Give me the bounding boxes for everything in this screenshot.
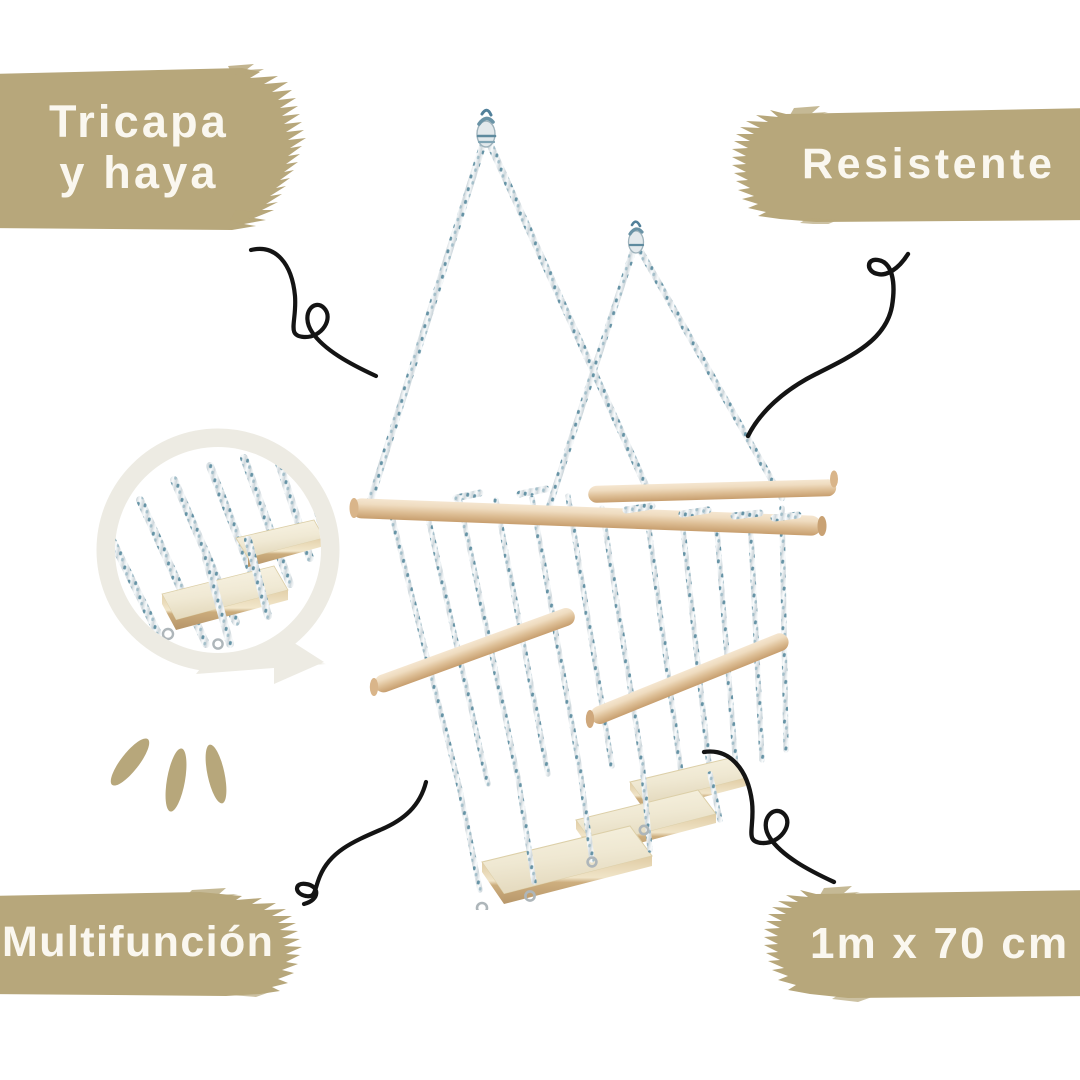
squiggle-top-left <box>248 246 379 379</box>
badge-resistente: Resistente <box>716 104 1080 224</box>
rope-whippings-top <box>452 485 802 522</box>
net-ropes-right <box>645 505 789 783</box>
dowel-top-rear <box>588 470 838 503</box>
squiggle-bottom-right <box>701 749 837 885</box>
badge-tricapa: Tricapa y haya <box>0 60 322 235</box>
badge-medidas-label: 1m x 70 cm <box>810 919 1070 969</box>
squiggle-bottom-left <box>294 779 429 907</box>
brush-stroke-multifuncion <box>0 888 302 997</box>
detail-magnifier[interactable] <box>78 408 408 758</box>
eye-hooks <box>475 824 650 910</box>
plank-lower <box>481 825 653 904</box>
net-ropes-lower <box>457 759 723 893</box>
sunburst-rays <box>110 738 227 812</box>
inset-plank-far <box>235 519 321 567</box>
product-photo <box>349 108 838 910</box>
suspension-ropes-left <box>366 134 654 506</box>
squiggle-top-right <box>745 251 911 439</box>
magnifier-ring <box>96 428 340 672</box>
badge-tricapa-label: Tricapa y haya <box>49 96 229 198</box>
inset-eye-hooks <box>161 627 224 650</box>
apex-knot-main <box>476 108 497 148</box>
dowel-mid-left <box>369 608 575 696</box>
suspension-ropes-right <box>544 241 786 514</box>
badge-multifuncion-label: Multifunción <box>2 917 275 966</box>
badge-medidas: 1m x 70 cm <box>752 884 1080 1004</box>
badge-multifuncion: Multifunción <box>0 886 318 998</box>
dowel-top-front <box>349 498 827 536</box>
brush-stroke-tricapa <box>0 64 306 230</box>
dowel-mid-right <box>585 633 789 728</box>
brush-stroke-resistente <box>732 106 1080 224</box>
apex-knot-secondary <box>627 220 645 254</box>
badge-resistente-label: Resistente <box>802 139 1056 188</box>
magnifier-content <box>115 447 321 653</box>
brush-stroke-medidas <box>764 886 1080 1002</box>
